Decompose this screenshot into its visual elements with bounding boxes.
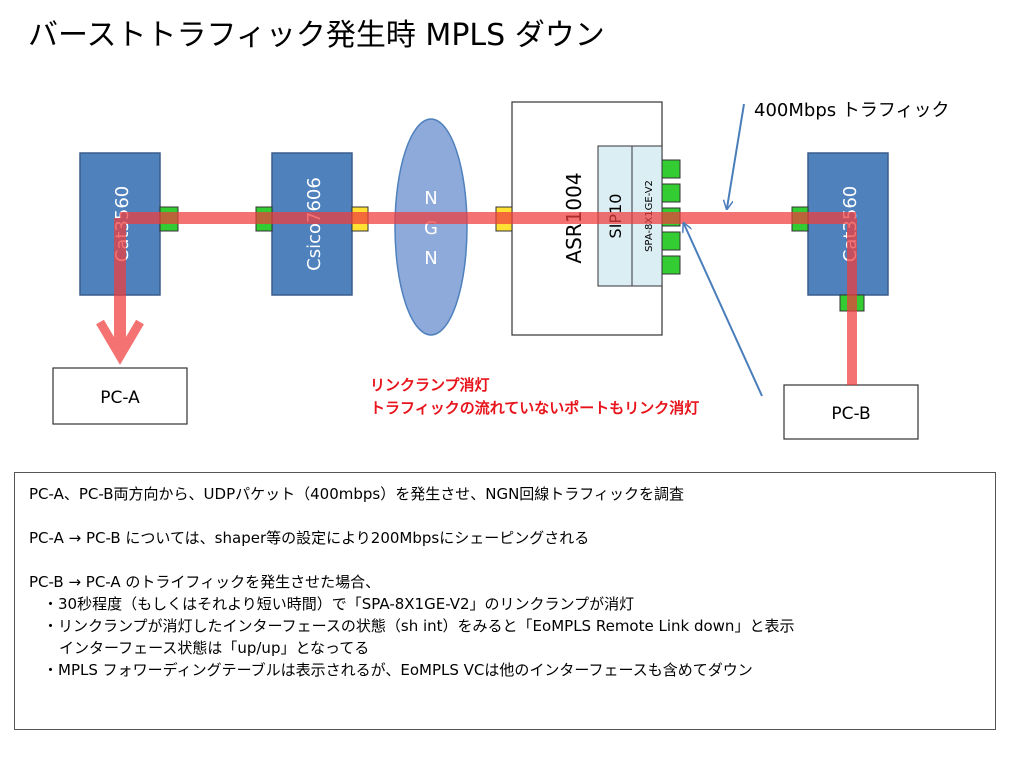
spa-port — [661, 183, 681, 203]
spa-port — [661, 231, 681, 251]
note-line: PC-A、PC-B両方向から、UDPパケット（400mbps）を発生させ、NGN… — [29, 485, 684, 503]
pc-a-label: PC-A — [100, 388, 140, 408]
ngn-letter: N — [424, 248, 437, 269]
note-bullet: ・30秒程度（もしくはそれより短い時間）で「SPA-8X1GE-V2」のリンクラ… — [43, 595, 635, 613]
note-line: PC-B → PC-A のトライフィックを発生させた場合、 — [29, 573, 381, 591]
page-title: バーストトラフィック発生時 MPLS ダウン — [28, 18, 605, 53]
ngn-cloud — [394, 118, 468, 336]
traffic-label: 400Mbps トラフィック — [754, 100, 949, 121]
spa-port — [661, 159, 681, 179]
pc-b-box — [783, 384, 919, 440]
note-bullet-continuation: インターフェース状態は「up/up」となってる — [59, 639, 370, 657]
note-line: PC-A → PC-B については、shaper等の設定により200Mbpsにシ… — [29, 529, 590, 547]
network-diagram: Cat3560 Csico7606 Cat3560 N G N ASR1004 … — [52, 100, 949, 440]
note-bullet: ・リンクランプが消灯したインターフェースの状態（sh int）をみると「EoMP… — [43, 617, 795, 635]
callout-link-lamp: リンクランプ消灯 — [370, 376, 490, 394]
pc-b-label: PC-B — [831, 404, 870, 424]
note-bullet: ・MPLS フォワーディングテーブルは表示されるが、EoMPLS VCは他のイン… — [43, 661, 753, 679]
notes-box: PC-A、PC-B両方向から、UDPパケット（400mbps）を発生させ、NGN… — [14, 472, 996, 730]
callout-no-traffic: トラフィックの流れていないポートもリンク消灯 — [370, 399, 699, 417]
ngn-letter: N — [424, 188, 437, 209]
callout-arrow — [684, 224, 763, 397]
spa-port — [661, 255, 681, 275]
traffic-path — [96, 212, 857, 385]
traffic-arrow — [727, 103, 745, 208]
pc-a-box — [52, 367, 188, 425]
